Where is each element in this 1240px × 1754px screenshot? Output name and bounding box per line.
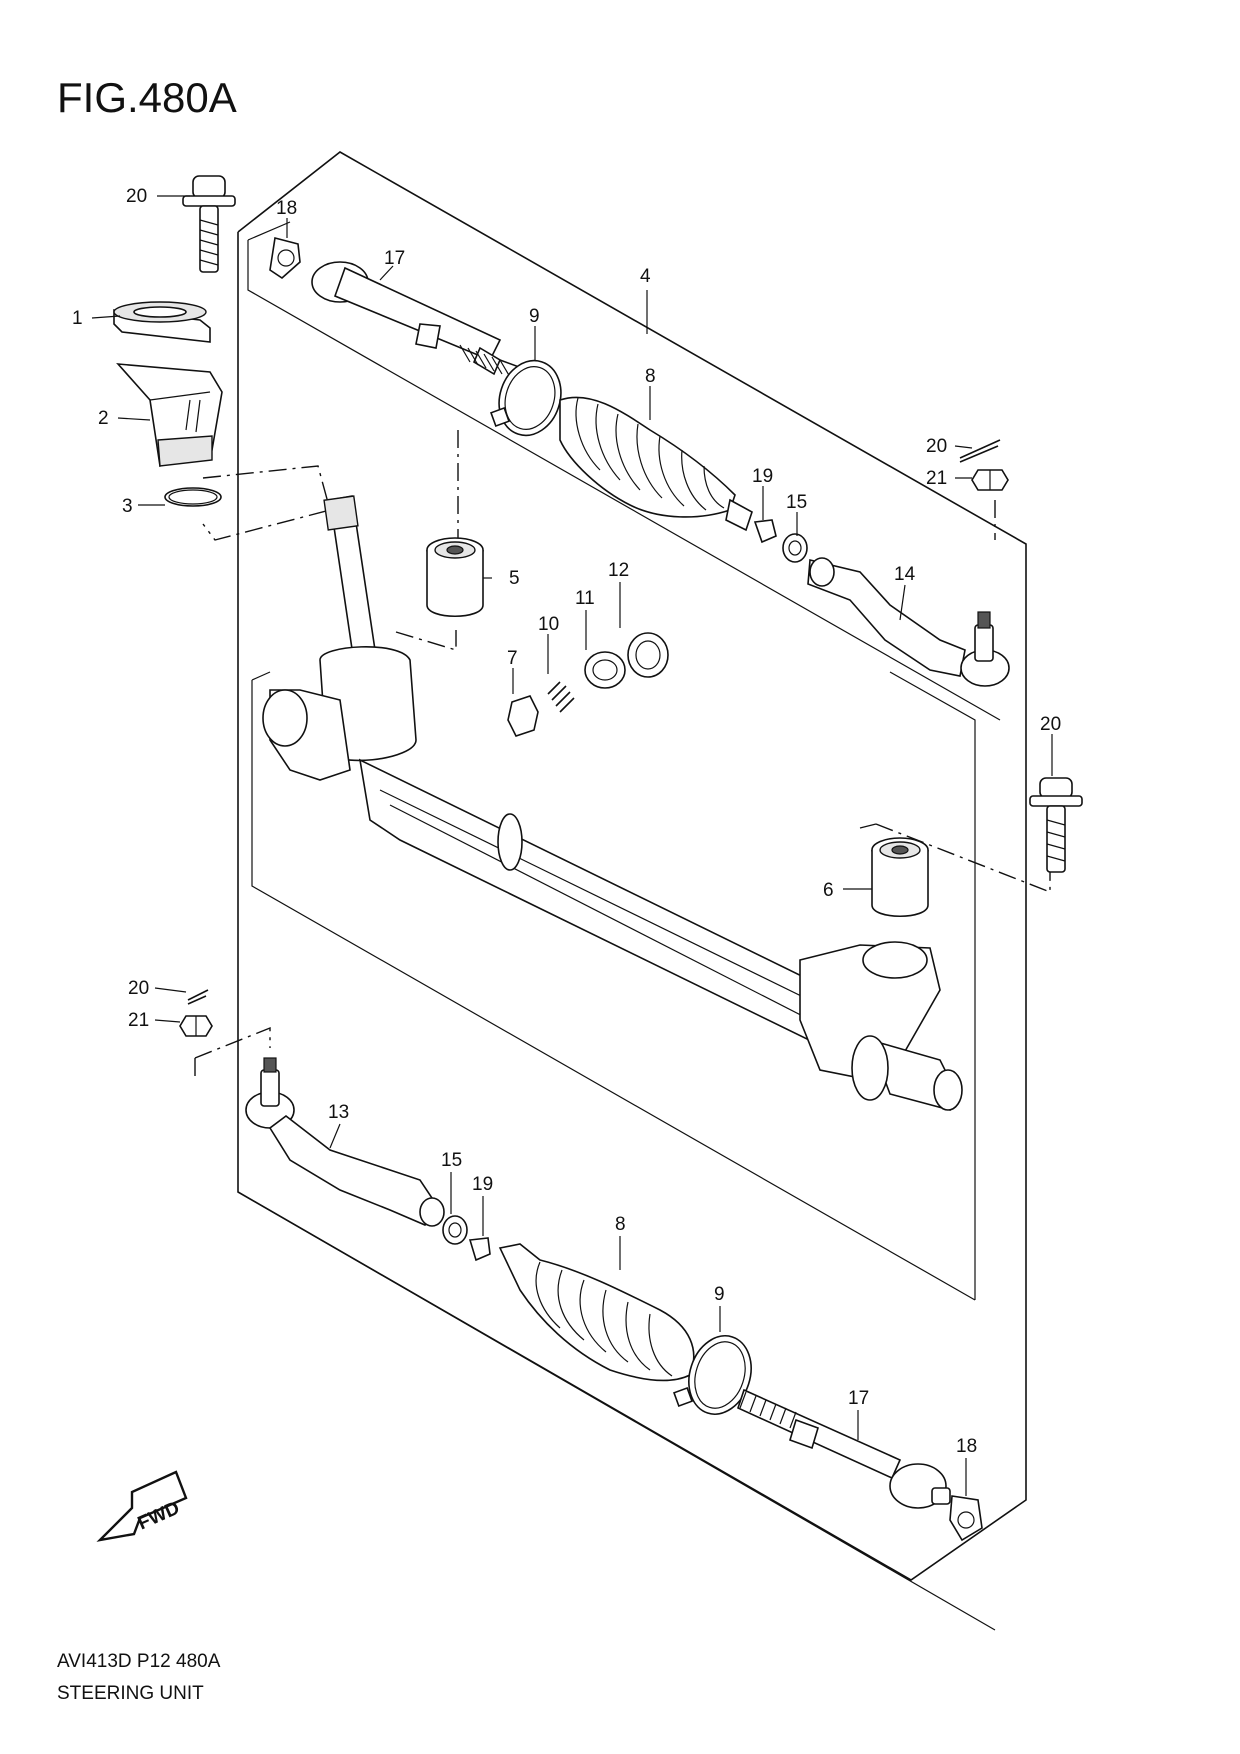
boot-clip-18-upper bbox=[753, 519, 777, 544]
tie-rod-16-lower bbox=[737, 1388, 951, 1509]
mount-bushing-5 bbox=[426, 537, 484, 618]
rack-boot-8-upper bbox=[559, 396, 753, 532]
callout-2: 2 bbox=[98, 408, 109, 429]
rack-guide-yoke-7 bbox=[507, 695, 539, 737]
callout-leader-lines bbox=[91, 195, 1053, 1496]
callout-9-upper: 9 bbox=[529, 306, 540, 327]
assembly-leader-lines bbox=[194, 430, 1051, 1082]
boot-clamp-9-upper bbox=[490, 359, 562, 437]
mount-bushing-6 bbox=[871, 837, 929, 918]
callout-10: 10 bbox=[538, 614, 559, 635]
cushion-1 bbox=[113, 301, 211, 343]
callout-19-right: 20 bbox=[1040, 714, 1061, 735]
callout-15-upper: 15 bbox=[786, 492, 807, 513]
castle-nut-21-lower bbox=[179, 1015, 213, 1037]
upper-tie-rod-group-outline bbox=[247, 221, 1001, 721]
callout-15-lower: 15 bbox=[441, 1150, 462, 1171]
callout-3: 3 bbox=[122, 496, 133, 517]
callout-17-lower: 18 bbox=[956, 1436, 977, 1457]
lock-nut-15-upper bbox=[782, 533, 808, 563]
callout-8-upper: 8 bbox=[645, 366, 656, 387]
tie-rod-end-13 bbox=[245, 1057, 445, 1227]
callout-9-lower: 9 bbox=[714, 1284, 725, 1305]
forward-direction-arrow: FWD bbox=[96, 1470, 188, 1542]
figure-code: AVI413D P12 480A bbox=[57, 1651, 221, 1672]
callout-13: 13 bbox=[328, 1102, 349, 1123]
yoke-spring-10 bbox=[547, 681, 575, 713]
callout-11: 11 bbox=[575, 588, 595, 609]
bolt-19-upper bbox=[182, 175, 236, 273]
callout-1: 1 bbox=[72, 308, 83, 329]
tie-rod-end-14 bbox=[807, 557, 1010, 687]
boot-clamp-9-lower bbox=[673, 1335, 752, 1415]
callout-18-upper: 19 bbox=[752, 466, 773, 487]
lock-plate-17-upper bbox=[269, 237, 301, 280]
callout-labels: 20 1 2 3 18 17 4 9 8 19 15 14 20 21 5 10… bbox=[72, 186, 1061, 1457]
steering-gear-housing bbox=[262, 495, 963, 1111]
callout-5: 5 bbox=[509, 568, 520, 589]
cotter-pin-20-lower bbox=[187, 989, 209, 1005]
o-ring-3 bbox=[164, 487, 222, 507]
callout-4: 4 bbox=[640, 266, 651, 287]
callout-17-upper: 18 bbox=[276, 198, 297, 219]
bolt-19-right bbox=[1029, 777, 1083, 873]
lock-nut-12 bbox=[627, 632, 669, 678]
callout-6: 6 bbox=[823, 880, 834, 901]
callout-20-lower: 20 bbox=[128, 978, 149, 999]
callout-18-lower: 19 bbox=[472, 1174, 493, 1195]
callout-20-upper: 20 bbox=[926, 436, 947, 457]
callout-7: 7 bbox=[507, 648, 518, 669]
lower-tie-rod-group-outline bbox=[237, 1191, 996, 1631]
yoke-plug-11 bbox=[584, 651, 626, 689]
lock-nut-15-lower bbox=[442, 1215, 468, 1245]
callout-8-lower: 8 bbox=[615, 1214, 626, 1235]
steering-boot-2 bbox=[116, 363, 223, 468]
lock-plate-17-lower bbox=[949, 1495, 983, 1542]
callout-21-upper: 21 bbox=[926, 468, 947, 489]
rack-group-outline bbox=[251, 671, 976, 1301]
figure-title: FIG.480A bbox=[57, 74, 237, 121]
callout-19-upper: 20 bbox=[126, 186, 147, 207]
callout-16-upper: 17 bbox=[384, 248, 405, 269]
callout-21-lower: 21 bbox=[128, 1010, 149, 1031]
castle-nut-21-upper bbox=[971, 469, 1009, 491]
callout-12: 12 bbox=[608, 560, 629, 581]
callout-14: 14 bbox=[894, 564, 916, 585]
figure-name: STEERING UNIT bbox=[57, 1683, 204, 1704]
cotter-pin-20-upper bbox=[959, 439, 1001, 463]
boot-clip-18-lower bbox=[468, 1237, 491, 1262]
callout-16-lower: 17 bbox=[848, 1388, 869, 1409]
